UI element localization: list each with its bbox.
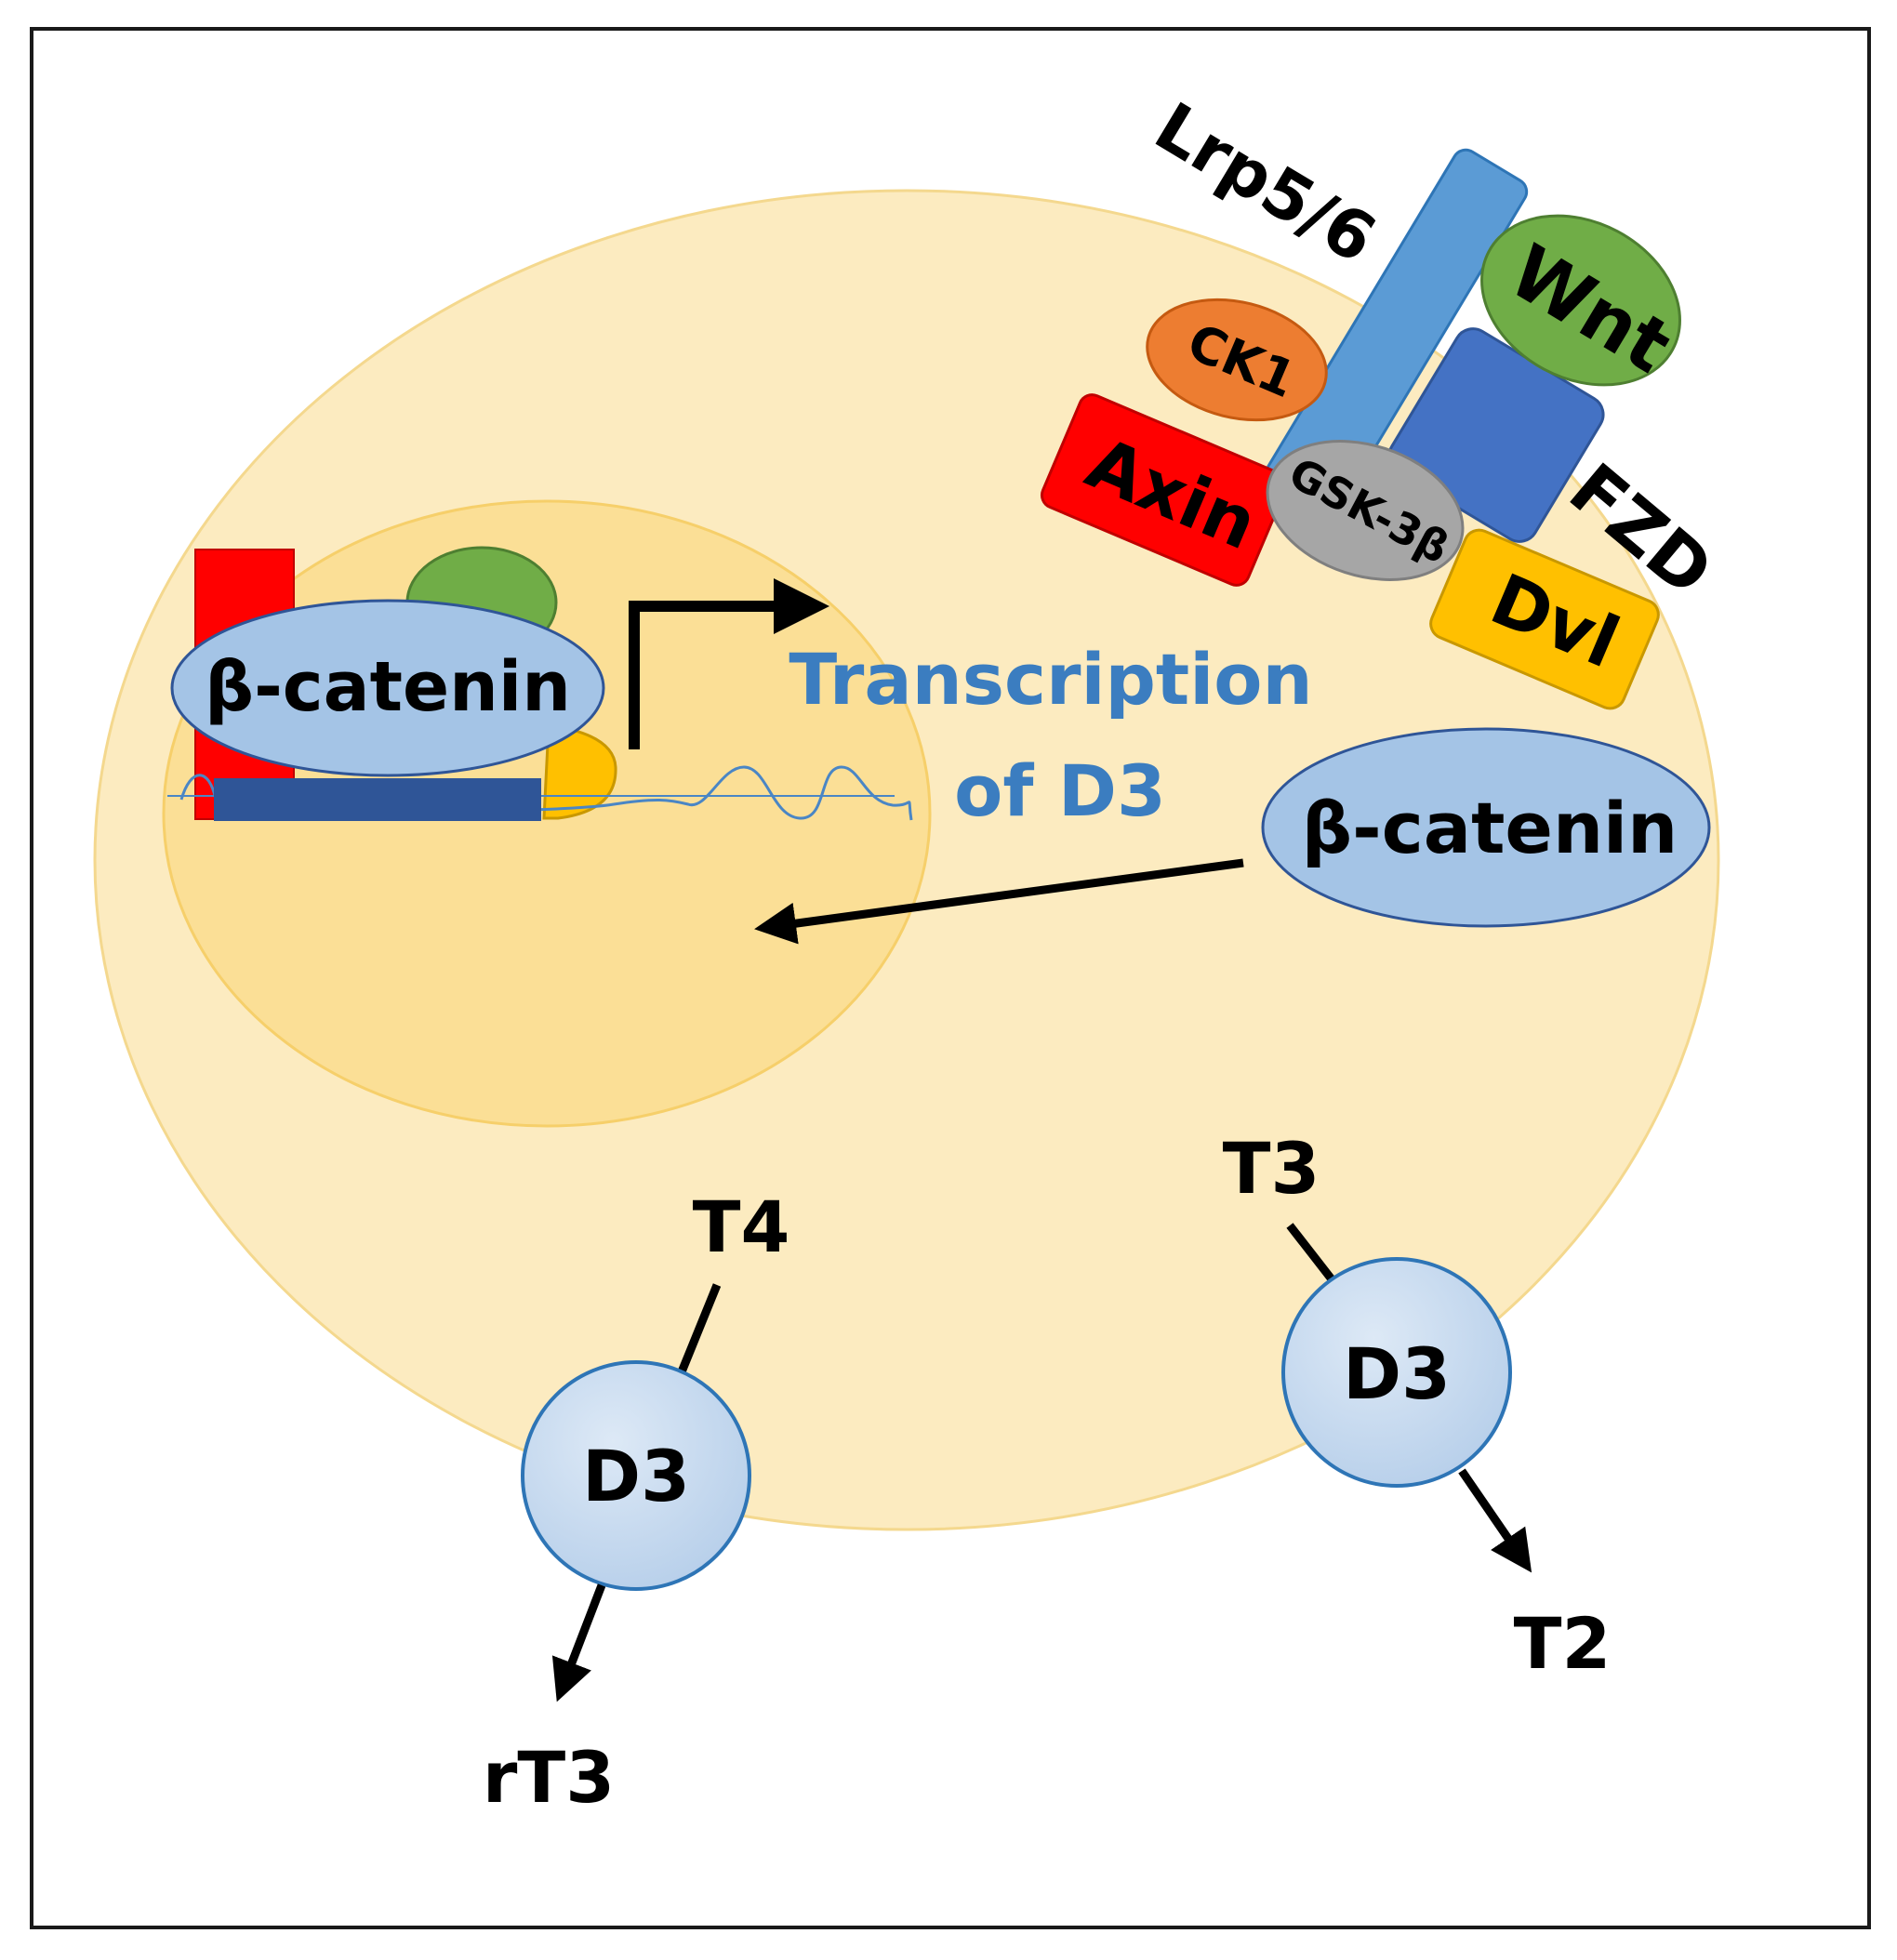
transcription-label-line2: of D3 [954,749,1166,832]
d3-enzyme-left[interactable] [521,1360,751,1591]
rt3-label: rT3 [483,1736,615,1819]
dvl-protein[interactable] [1426,525,1664,713]
beta-catenin-nuclear-label: β-catenin [205,647,571,727]
beta-catenin-nuclear-shape[interactable] [170,599,605,777]
transcription-label-line1: Transcription [789,638,1312,721]
t3-label: T3 [1223,1127,1320,1210]
ck1-kinase[interactable] [1134,282,1339,438]
t2-label: T2 [1514,1602,1612,1685]
d3-enzyme-right[interactable] [1281,1257,1512,1488]
rt3-arrow [551,1583,606,1702]
dna-binding-bar [214,778,541,821]
gsk3b-kinase[interactable] [1250,417,1481,603]
t4-label: T4 [693,1185,790,1268]
nuclear-translocation-arrow [754,858,1244,945]
beta-catenin-cytoplasm-shape[interactable] [1261,727,1711,928]
t2-arrow [1458,1468,1532,1573]
t3-connector [1286,1223,1339,1287]
beta-catenin-cytoplasm-label: β-catenin [1302,787,1678,869]
axin-protein[interactable] [1038,391,1291,589]
transcription-start-arrow [629,578,829,749]
wnt-ligand[interactable] [1453,182,1710,417]
t4-connector [676,1283,722,1376]
d3-right-label: D3 [1343,1332,1451,1415]
d3-left-label: D3 [582,1435,690,1517]
